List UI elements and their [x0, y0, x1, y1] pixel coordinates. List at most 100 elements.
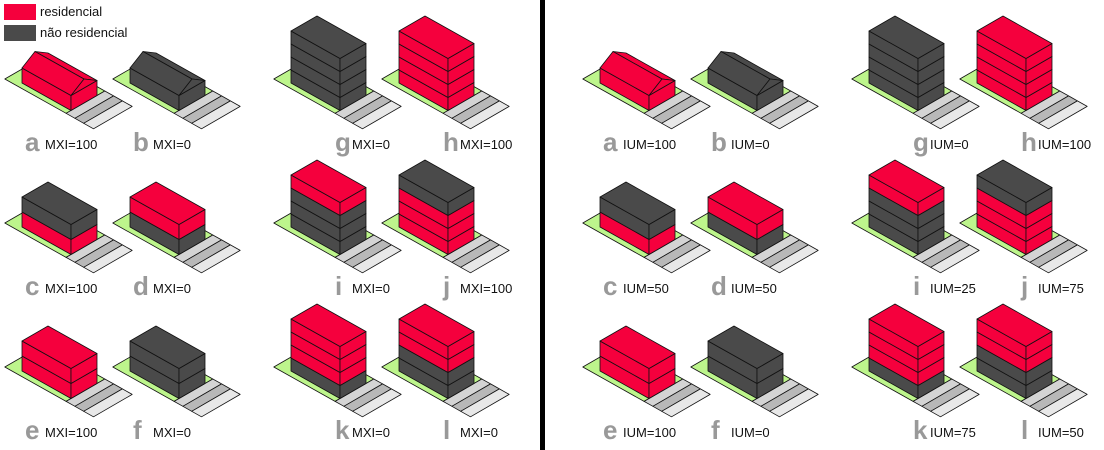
- sidewalk: [460, 388, 510, 418]
- sidewalk: [352, 388, 402, 418]
- sidewalk: [191, 244, 241, 274]
- panel-divider: [540, 0, 545, 450]
- building-index-label: IUM=100: [623, 425, 676, 440]
- building-letter: a: [603, 127, 618, 157]
- building-letter: e: [25, 415, 39, 445]
- building-index-label: IUM=0: [731, 137, 770, 152]
- building-letter: b: [133, 127, 149, 157]
- legend: residencial não residencial: [4, 2, 127, 44]
- sidewalk: [769, 100, 819, 130]
- building-letter: d: [711, 271, 727, 301]
- roof-top-face: [290, 159, 367, 203]
- roof-top-face: [868, 159, 945, 203]
- building-letter: h: [443, 127, 459, 157]
- building-index-label: IUM=75: [1038, 281, 1084, 296]
- building-letter: g: [335, 127, 351, 157]
- building-letter: l: [1021, 415, 1028, 445]
- roof-top-face: [21, 325, 98, 369]
- sidewalk: [1038, 100, 1088, 130]
- building-letter: j: [1020, 271, 1028, 301]
- building-letter: j: [442, 271, 450, 301]
- building-index-label: IUM=75: [930, 425, 976, 440]
- building-e: e MXI=100: [4, 325, 133, 445]
- building-index-label: MXI=0: [352, 281, 390, 296]
- sidewalk: [930, 100, 980, 130]
- building-letter: l: [443, 415, 450, 445]
- roof-top-face: [129, 181, 206, 225]
- building-index-label: MXI=100: [45, 137, 97, 152]
- building-index-label: MXI=0: [153, 137, 191, 152]
- roof-top-face: [599, 181, 676, 225]
- sidewalk: [1038, 388, 1088, 418]
- roof-top-face: [976, 303, 1053, 347]
- sidewalk: [83, 100, 133, 130]
- roof-top-face: [398, 159, 475, 203]
- roof-top-face: [868, 303, 945, 347]
- sidewalk: [769, 388, 819, 418]
- roof-gable-end: [178, 78, 206, 96]
- building-index-label: MXI=100: [45, 281, 97, 296]
- roof-top-face: [868, 15, 945, 59]
- building-d: d MXI=0: [112, 181, 241, 301]
- building-letter: k: [913, 415, 928, 445]
- building-index-label: MXI=100: [460, 281, 512, 296]
- sidewalk: [352, 244, 402, 274]
- roof-top-face: [599, 325, 676, 369]
- building-index-label: MXI=0: [153, 281, 191, 296]
- building-letter: d: [133, 271, 149, 301]
- building-index-label: MXI=100: [460, 137, 512, 152]
- sidewalk: [83, 244, 133, 274]
- roof-top-face: [707, 181, 784, 225]
- building-index-label: MXI=100: [45, 425, 97, 440]
- building-letter: i: [335, 271, 342, 301]
- building-letter: h: [1021, 127, 1037, 157]
- building-f: f MXI=0: [112, 325, 241, 445]
- building-index-label: MXI=0: [352, 425, 390, 440]
- building-letter: c: [603, 271, 617, 301]
- roof-top-face: [976, 159, 1053, 203]
- building-letter: e: [603, 415, 617, 445]
- building-index-label: MXI=0: [153, 425, 191, 440]
- roof-top-face: [129, 325, 206, 369]
- legend-swatch-residencial: [4, 3, 36, 20]
- building-b: b IUM=0: [690, 51, 819, 157]
- sidewalk: [769, 244, 819, 274]
- sidewalk: [661, 100, 711, 130]
- building-index-label: MXI=0: [460, 425, 498, 440]
- sidewalk: [661, 388, 711, 418]
- building-letter: f: [133, 415, 142, 445]
- building-l: l MXI=0: [381, 303, 510, 445]
- building-j: j MXI=100: [381, 159, 512, 301]
- building-letter: c: [25, 271, 39, 301]
- building-i: i MXI=0: [273, 159, 402, 301]
- building-index-label: IUM=50: [1038, 425, 1084, 440]
- sidewalk: [460, 244, 510, 274]
- building-letter: f: [711, 415, 720, 445]
- roof-gable-end: [756, 78, 784, 96]
- sidewalk: [1038, 244, 1088, 274]
- building-letter: i: [913, 271, 920, 301]
- sidewalk: [930, 388, 980, 418]
- building-letter: g: [913, 127, 929, 157]
- legend-label: não residencial: [40, 25, 128, 40]
- building-d: d IUM=50: [690, 181, 819, 301]
- building-index-label: IUM=50: [731, 281, 777, 296]
- building-b: b MXI=0: [112, 51, 241, 157]
- roof-top-face: [398, 303, 475, 347]
- sidewalk: [83, 388, 133, 418]
- building-j: j IUM=75: [959, 159, 1088, 301]
- sidewalk: [191, 100, 241, 130]
- sidewalk: [191, 388, 241, 418]
- building-c: c MXI=100: [4, 181, 133, 301]
- roof-top-face: [21, 181, 98, 225]
- building-letter: b: [711, 127, 727, 157]
